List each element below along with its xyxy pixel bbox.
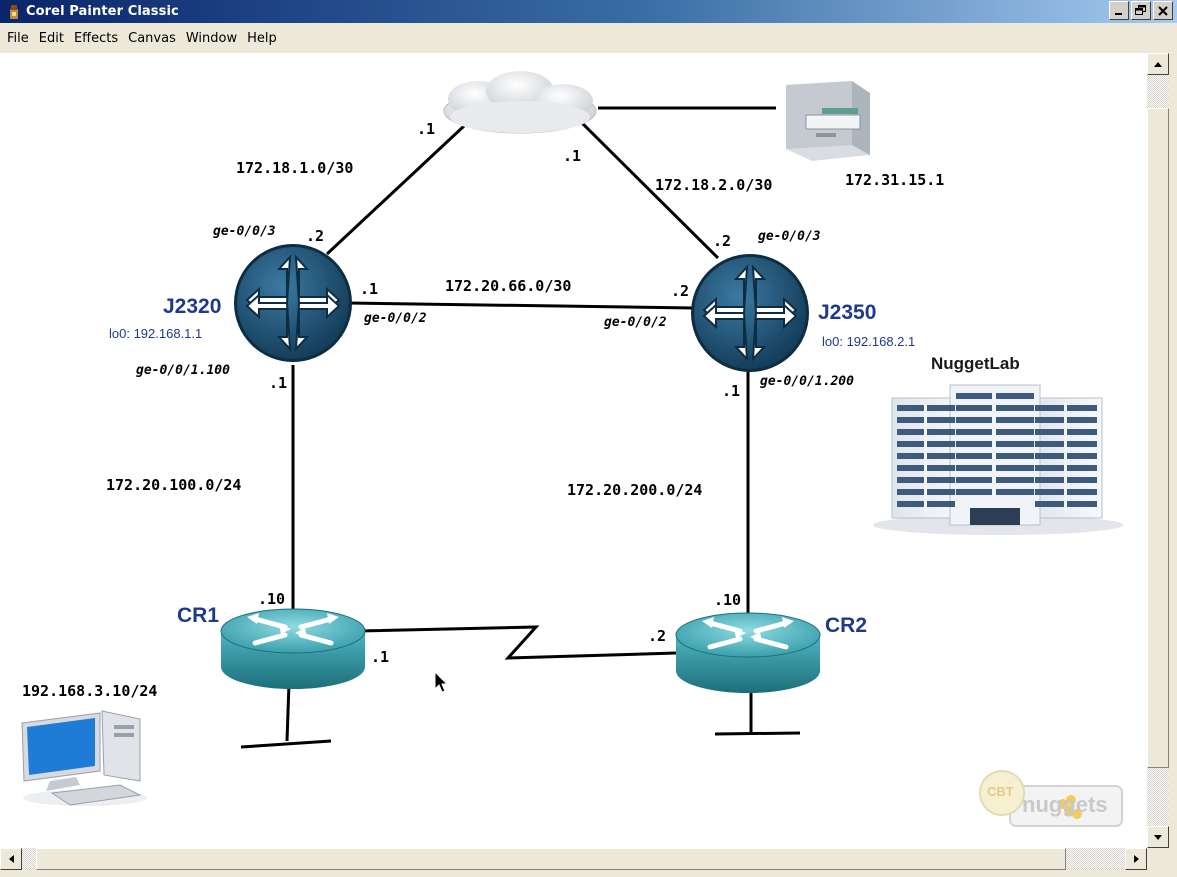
address-j2350-bottom: .1 <box>722 382 741 400</box>
menu-bar: File Edit Effects Canvas Window Help <box>0 23 1177 53</box>
link-j2320-j2350 <box>347 301 695 310</box>
mouse-cursor-icon <box>434 670 449 693</box>
menu-file[interactable]: File <box>7 30 29 46</box>
restore-button[interactable] <box>1131 1 1151 20</box>
address-cloud-right: .1 <box>563 147 582 165</box>
subnet-j2350-cr2: 172.20.200.0/24 <box>567 481 703 499</box>
scroll-left-button[interactable] <box>0 848 22 870</box>
link-cloud-j2320 <box>325 124 466 256</box>
host-ip-label: 192.168.3.10/24 <box>22 682 158 700</box>
device-name-cr1: CR1 <box>177 604 220 627</box>
address-j2350-top: .2 <box>713 232 732 250</box>
close-button[interactable] <box>1153 1 1173 20</box>
network-diagram <box>21 71 1123 827</box>
scroll-right-button[interactable] <box>1125 848 1147 870</box>
loopback-j2350: lo0: 192.168.2.1 <box>822 334 916 349</box>
menu-canvas[interactable]: Canvas <box>128 30 176 46</box>
vertical-scrollbar[interactable] <box>1147 53 1169 848</box>
subnet-cloud-j2320: 172.18.1.0/30 <box>236 159 354 177</box>
menu-edit[interactable]: Edit <box>38 30 64 46</box>
minimize-icon <box>1115 12 1122 15</box>
interface-j2320-ge003: ge-0/0/3 <box>213 224 276 239</box>
address-cr2-top: .10 <box>714 591 742 609</box>
vertical-scroll-thumb[interactable] <box>1147 108 1169 768</box>
device-name-cr2: CR2 <box>825 614 868 637</box>
subnet-cloud-j2350: 172.18.2.0/30 <box>655 176 773 194</box>
arrow-left-icon <box>8 855 14 863</box>
corel-painter-app-icon <box>10 4 18 19</box>
server-ip-label: 172.31.15.1 <box>845 171 945 189</box>
close-icon <box>1158 5 1168 16</box>
minimize-button[interactable] <box>1109 1 1129 20</box>
restore-icon <box>1135 5 1146 15</box>
interface-j2350-ge001: ge-0/0/1.200 <box>760 374 854 389</box>
menu-effects[interactable]: Effects <box>73 30 119 46</box>
file-server-icon <box>786 81 870 161</box>
address-j2320-bottom: .1 <box>269 374 288 392</box>
cloud-icon <box>443 71 597 134</box>
arrow-up-icon <box>1154 61 1162 67</box>
window-title: Corel Painter Classic <box>26 4 179 19</box>
subnet-j2320-j2350: 172.20.66.0/30 <box>445 277 572 295</box>
interface-j2320-ge001: ge-0/0/1.100 <box>136 363 230 378</box>
office-building-icon <box>873 384 1123 535</box>
address-j2350-left: .2 <box>671 282 690 300</box>
device-name-j2350: J2350 <box>818 301 877 324</box>
interface-j2320-ge002: ge-0/0/2 <box>364 311 427 326</box>
window-titlebar[interactable]: Corel Painter Classic <box>0 0 1177 23</box>
menu-window[interactable]: Window <box>185 30 238 46</box>
horizontal-scroll-thumb[interactable] <box>36 848 1066 870</box>
watermark-prefix: CBT <box>987 784 1014 799</box>
building-label: NuggetLab <box>931 354 1020 373</box>
cisco-router-icon <box>675 612 821 693</box>
network-links <box>240 106 801 749</box>
arrow-right-icon <box>1133 855 1139 863</box>
interface-j2350-ge003: ge-0/0/3 <box>758 229 821 244</box>
arrow-down-icon <box>1154 834 1162 840</box>
subnet-j2320-cr1: 172.20.100.0/24 <box>106 476 242 494</box>
drawing-canvas[interactable]: .1 .1 172.18.1.0/30 172.18.2.0/30 172.31… <box>0 53 1147 848</box>
scroll-down-button[interactable] <box>1147 826 1169 848</box>
lan-bar-cr2 <box>714 731 801 736</box>
lan-stub-cr1 <box>285 682 291 742</box>
address-j2320-top: .2 <box>306 227 325 245</box>
cisco-router-icon <box>220 608 366 689</box>
cbt-nuggets-watermark-icon <box>979 770 1123 827</box>
horizontal-scrollbar[interactable] <box>0 848 1147 870</box>
desktop-computer-icon <box>21 710 147 806</box>
juniper-router-icon <box>234 244 352 362</box>
window-right-border <box>1169 53 1177 877</box>
link-serial-cr1-cr2 <box>357 625 677 660</box>
address-cr1-right: .1 <box>371 648 390 666</box>
scroll-up-button[interactable] <box>1147 53 1169 75</box>
window-bottom-border <box>0 870 1177 877</box>
juniper-router-icon <box>691 254 809 372</box>
address-cr2-left: .2 <box>648 627 667 645</box>
link-cloud-j2350 <box>578 119 720 260</box>
watermark-brand: nuggets <box>1022 792 1108 817</box>
address-cr1-top: .10 <box>258 590 286 608</box>
interface-j2350-ge002: ge-0/0/2 <box>604 315 667 330</box>
address-j2320-right: .1 <box>360 280 379 298</box>
loopback-j2320: lo0: 192.168.1.1 <box>109 326 203 341</box>
device-name-j2320: J2320 <box>163 295 222 318</box>
menu-help[interactable]: Help <box>247 30 277 46</box>
address-cloud-left: .1 <box>417 120 436 138</box>
lan-bar-cr1 <box>240 739 332 749</box>
